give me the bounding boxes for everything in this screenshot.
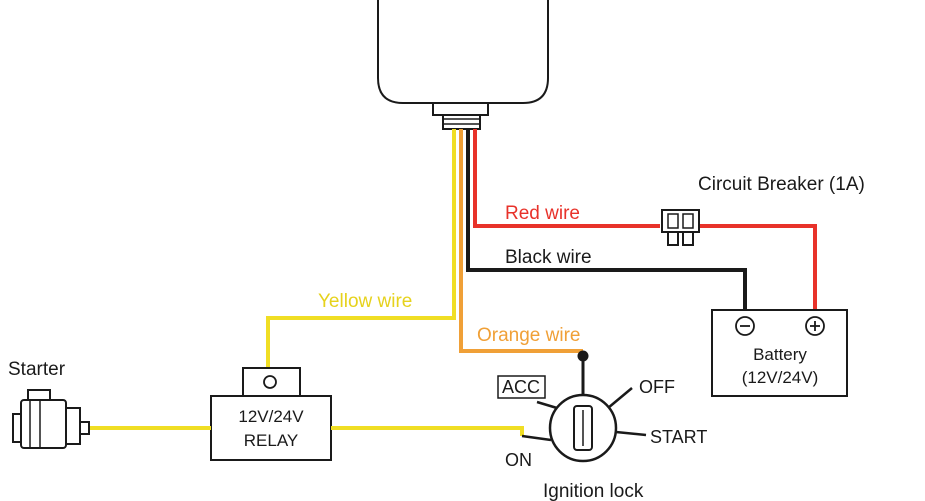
acc-label-box [497,375,546,399]
tracker-plug [442,114,481,130]
relay-voltage-label: 12V/24V [238,407,304,426]
red-wire-to-battery [700,224,817,312]
on-label: ON [505,450,532,470]
off-lead [607,387,633,409]
acc-lead [536,400,558,410]
tracker-device [377,0,549,104]
relay-label: RELAY [244,431,299,450]
off-label: OFF [639,377,675,397]
tracker-connector [432,102,489,116]
starter-motor [12,389,90,449]
orange-wire-label: Orange wire [477,325,581,346]
yellow-wire-label: Yellow wire [318,291,412,312]
battery-label: Battery [753,345,807,364]
start-label: START [650,427,707,447]
black-wire-label: Black wire [505,247,592,268]
ignition-lock-label: Ignition lock [543,481,644,501]
red-wire-label: Red wire [505,203,580,224]
on-lead [521,434,552,442]
circuit-breaker [661,209,700,246]
relay-to-ignition-wire [331,426,524,436]
orange-wire [459,129,583,353]
starter-label: Starter [8,359,66,380]
red-wire [473,129,660,228]
start-lead [615,430,647,437]
black-wire [466,129,747,312]
acc-label: ACC [502,377,540,397]
ignition-input-terminal [577,350,589,362]
battery-voltage-label: (12V/24V) [742,368,819,387]
yellow-wire [266,129,456,368]
relay-box [210,395,332,461]
circuit-breaker-label: Circuit Breaker (1A) [698,174,865,195]
